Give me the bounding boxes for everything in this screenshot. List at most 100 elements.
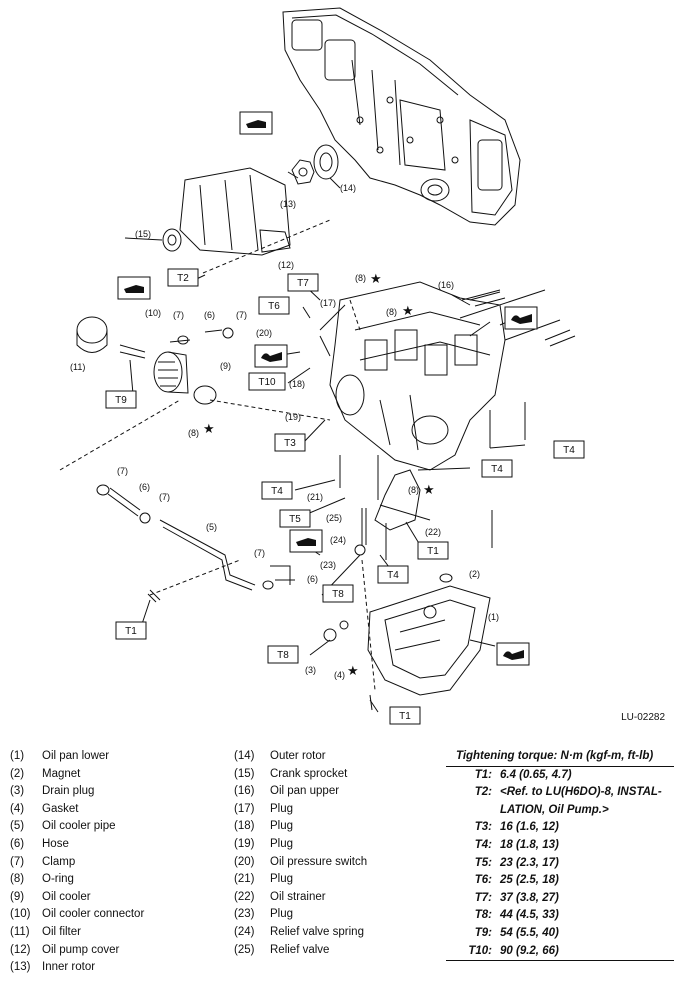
legend-item-name: Gasket (42, 802, 79, 815)
star-icon: ★ (347, 664, 359, 679)
legend-item-number: (10) (10, 908, 31, 921)
legend-item-name: Relief valve spring (270, 925, 364, 938)
legend-item: (25)Relief valve (234, 942, 367, 960)
torque-key: T9: (474, 926, 492, 939)
legend-item: (22)Oil strainer (234, 889, 367, 907)
legend-item-number: (21) (234, 873, 255, 886)
legend-item: (12)Oil pump cover (10, 942, 144, 960)
legend-item-name: Inner rotor (42, 961, 96, 974)
legend-item: (15)Crank sprocket (234, 766, 367, 784)
torque-label-t2: T2 (177, 273, 189, 284)
torque-key: T10: (468, 944, 492, 957)
callout-10: (10) (145, 308, 161, 318)
torque-value: 18 (1.8, 13) (500, 838, 559, 851)
parts-legend-left: (1)Oil pan lower(2)Magnet(3)Drain plug(4… (10, 748, 144, 977)
star-icon: ★ (370, 272, 382, 287)
torque-value: 25 (2.5, 18) (500, 874, 559, 887)
callout-8: (8) (408, 485, 419, 495)
legend-item: (3)Drain plug (10, 783, 144, 801)
legend-item-number: (8) (10, 873, 25, 886)
legend-item: (17)Plug (234, 801, 367, 819)
callout-24: (24) (330, 535, 346, 545)
legend-item-name: Plug (270, 873, 294, 886)
legend-item-number: (16) (234, 785, 255, 798)
apply-oil-icon (117, 276, 151, 300)
legend-item-name: Crank sprocket (270, 767, 348, 780)
legend-item-name: Oil pump cover (42, 943, 120, 956)
torque-label-t9: T9 (115, 395, 127, 406)
torque-row: T9: 54 (5.5, 40) (446, 925, 674, 943)
legend-item: (21) Plug (234, 871, 367, 889)
legend-item-number: (13) (10, 961, 31, 974)
legend-item-name: Magnet (42, 767, 81, 780)
callout-9: (9) (220, 361, 231, 371)
legend-item: (18) Plug (234, 818, 367, 836)
callout-17: (17) (320, 298, 336, 308)
torque-row: T7:37 (3.8, 27) (446, 890, 674, 908)
callout-6: (6) (139, 482, 150, 492)
callout-5: (5) (206, 522, 217, 532)
callout-11: (11) (70, 362, 85, 372)
torque-label-t8: T8 (277, 650, 289, 661)
torque-row: T6: 25 (2.5, 18) (446, 872, 674, 890)
legend-item: (19)Plug (234, 836, 367, 854)
legend-item-number: (18) (234, 820, 255, 833)
legend-item-name: Drain plug (42, 785, 95, 798)
torque-row: T10: 90 (9.2, 66) (446, 943, 674, 961)
legend-item: (10)Oil cooler connector (10, 906, 144, 924)
callout-16: (16) (438, 280, 454, 290)
torque-value: 6.4 (0.65, 4.7) (500, 768, 572, 781)
torque-key: T6: (474, 874, 492, 887)
callout-2: (2) (469, 569, 480, 579)
torque-value: 54 (5.5, 40) (500, 926, 559, 939)
legend-item-number: (24) (234, 925, 255, 938)
callout-12: (12) (278, 260, 294, 270)
torque-table-title: Tightening torque: N·m (kgf-m, ft-lb) (446, 748, 674, 767)
liquid-gasket-icon (504, 306, 538, 330)
torque-row: T8:44 (4.5, 33) (446, 907, 674, 925)
callout-7: (7) (236, 310, 247, 320)
callout-18: (18) (289, 379, 305, 389)
outer-rotor-illustration (313, 144, 339, 180)
torque-label-t3: T3 (284, 438, 296, 449)
legend-item-name: Oil pressure switch (270, 855, 368, 868)
torque-label-t8: T8 (332, 589, 344, 600)
oil-cooler-pipe-illustration (96, 484, 256, 591)
legend-item: (24) Relief valve spring (234, 924, 367, 942)
legend-item: (14)Outer rotor (234, 748, 367, 766)
star-icon: ★ (423, 483, 435, 498)
apply-oil-icon (289, 529, 323, 553)
torque-value: 90 (9.2, 66) (500, 944, 559, 957)
legend-item-number: (9) (10, 890, 25, 903)
torque-value: 23 (2.3, 17) (500, 856, 559, 869)
legend-item-name: Plug (270, 820, 294, 833)
torque-row: T4:18 (1.8, 13) (446, 837, 674, 855)
oil-cooler-illustration (153, 351, 189, 394)
tightening-torque-table: Tightening torque: N·m (kgf-m, ft-lb) T1… (446, 748, 674, 962)
callout-7: (7) (173, 310, 184, 320)
callout-15: (15) (135, 229, 151, 239)
torque-label-t1: T1 (399, 711, 411, 722)
legend-item-number: (19) (234, 837, 255, 850)
legend-item-number: (22) (234, 890, 255, 903)
callout-8: (8) (355, 273, 366, 283)
torque-label-t4: T4 (271, 486, 283, 497)
legend-item-number: (1) (10, 750, 25, 762)
legend-item: (11)Oil filter (10, 924, 144, 942)
torque-key: T7: (474, 891, 492, 904)
oil-strainer-illustration (374, 469, 431, 531)
torque-row: T1: 6.4 (0.65, 4.7) (446, 767, 674, 785)
legend-item-number: (20) (234, 855, 255, 868)
torque-value: <Ref. to LU(H6DO)-8, INSTAL-LATION, Oil … (500, 786, 662, 816)
torque-key: T1: (474, 768, 492, 781)
callout-23: (23) (320, 560, 336, 570)
oil-filter-illustration (76, 316, 108, 353)
legend-item-name: Plug (270, 802, 294, 815)
legend-item-number: (5) (10, 820, 25, 833)
callout-20: (20) (256, 328, 272, 338)
callout-4: (4) (334, 670, 345, 680)
legend-item: (13) Inner rotor (10, 959, 144, 977)
legend-item-name: Oil filter (42, 925, 81, 938)
callout-3: (3) (305, 665, 316, 675)
legend-item: (23)Plug (234, 906, 367, 924)
